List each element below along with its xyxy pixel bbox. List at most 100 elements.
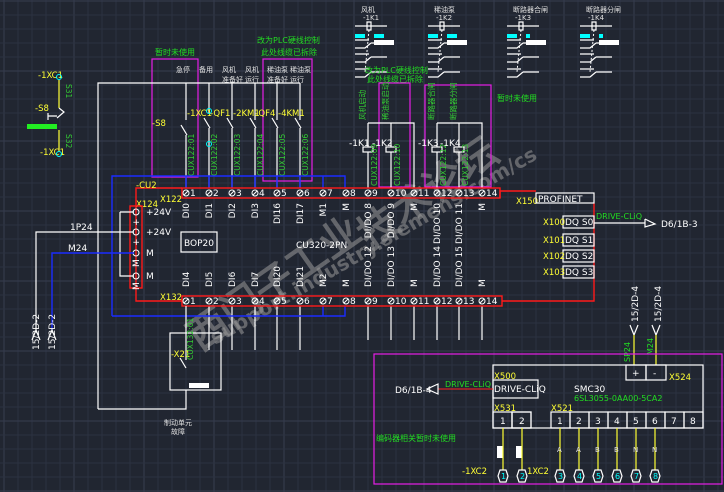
dq-port[interactable] (562, 249, 595, 263)
control-unit: -CU2 X122 X132 X124 1DI02DI13DI24DI35DI1… (129, 181, 698, 307)
relay-coil-symbol (355, 21, 387, 31)
cross-reference[interactable]: 15/2D-2 (48, 314, 58, 350)
terminal-number: 3 (236, 189, 242, 199)
smc30-module: + - X524 SMC30 6SL3055-0AA00-5CA2 X500 D… (373, 353, 723, 485)
wire-label: CUX122:13 (461, 144, 470, 186)
terminal-number: 1 (501, 472, 506, 481)
connector-label: X521 (551, 404, 573, 414)
power-feed: 1P24 M24 15/2D-2 15/2D-2 15/2D-4 15/2D-4… (31, 211, 664, 365)
terminal-icon (649, 469, 661, 483)
signal-label: DI6 (228, 271, 238, 287)
profinet-port[interactable] (535, 192, 595, 204)
signal-label: DI0 (182, 203, 192, 219)
connector-label: X132 (160, 293, 182, 303)
signal-label: DI/DO 9 (387, 203, 397, 238)
common-wire (98, 390, 187, 410)
terminal-number: 8 (653, 472, 658, 481)
terminal-icon (182, 189, 190, 197)
signal-label: DI16 (273, 203, 283, 224)
bop20-panel[interactable] (180, 231, 218, 253)
smc-name: SMC30 (574, 385, 605, 395)
terminal-number: 8 (350, 297, 356, 307)
cross-reference[interactable]: 15/2D-4 (631, 286, 641, 322)
input-header: 备用 (199, 65, 213, 74)
cross-reference[interactable]: D6/1B-3 (661, 220, 698, 230)
input-header: 运行 (290, 75, 304, 84)
input-header: 稀油泵 (267, 65, 288, 74)
brake-unit: -X21 CUX132:01 制动单元 故障 (164, 306, 222, 436)
terminal-number: 6 (615, 472, 620, 481)
terminal-icon (56, 151, 62, 157)
device-label: -X21 (171, 350, 190, 360)
device-label: -1XC1 (187, 109, 212, 119)
wire-label: CUX122:12 (439, 144, 448, 186)
terminal-number: 7 (671, 417, 677, 427)
terminal-label: +24V (146, 228, 172, 238)
terminal-label: -1XC1 (38, 71, 63, 81)
terminal-number: 2 (213, 189, 219, 199)
cu-model: CU320-2PN (296, 241, 347, 251)
terminal-number: 2 (576, 417, 582, 427)
terminal-number: 9 (372, 297, 378, 307)
terminal-label: M (146, 249, 154, 259)
coil-name: 风机启动 (357, 90, 367, 120)
cross-reference[interactable]: 15/2D-2 (32, 314, 42, 350)
relay-title: 风机 (361, 5, 375, 14)
wire-label: CUX122:02 (210, 134, 219, 176)
terminal-icon (630, 469, 642, 483)
drive-cliq-arrow (425, 383, 439, 395)
signal-label: M (342, 279, 352, 287)
terminal-icon (319, 297, 327, 305)
plc-box (262, 58, 313, 182)
connector-label: X124 (136, 200, 158, 210)
smc-order-number: 6SL3055-0AA00-5CA2 (574, 394, 662, 403)
terminal-icon (387, 189, 395, 197)
left-switch-group: -1XC1 S31 -S8 S32 -1XC1 (27, 71, 73, 158)
terminal-number: 10 (395, 297, 407, 307)
x122-terminal-strip (181, 187, 501, 199)
relay-title: 稀油泵 (434, 5, 455, 14)
signal-label: DI17 (296, 203, 306, 224)
dq-port-id: X103 (543, 268, 565, 278)
terminal-icon (478, 189, 486, 197)
dq-port[interactable] (562, 215, 595, 229)
wire-label: CUX122:04 (256, 134, 265, 176)
signal-label: B (595, 446, 600, 454)
terminal-icon (592, 469, 604, 483)
terminal-icon (296, 297, 304, 305)
note-unused: 暂时未使用 (497, 93, 537, 103)
terminal-number: 8 (690, 417, 696, 427)
coil-tag: -1K4 (440, 139, 461, 149)
terminal-number: 5 (596, 472, 601, 481)
wire-label: CUX122:06 (301, 134, 310, 176)
terminal-icon (478, 297, 486, 305)
signal-label: DI/DO 13 (387, 246, 397, 287)
terminal-icon (410, 297, 418, 305)
signal-label: M1 (319, 203, 329, 217)
device-label: -QF4 (255, 109, 275, 119)
terminal-icon (410, 189, 418, 197)
cross-reference[interactable]: 15/2D-4 (654, 286, 664, 322)
terminal-icon (455, 297, 463, 305)
cross-reference[interactable]: D6/1B-4 (395, 386, 432, 396)
dq-port[interactable] (562, 265, 595, 279)
terminal-number: 14 (486, 189, 498, 199)
terminal-number: 6 (304, 189, 310, 199)
signal-label: DI4 (182, 271, 192, 287)
terminal-icon (273, 189, 281, 197)
terminal-number: 9 (372, 189, 378, 199)
input-header: 运行 (245, 75, 259, 84)
relay-tag: -1K1 (363, 14, 379, 22)
terminal-number: 3 (595, 417, 601, 427)
dq-port[interactable] (562, 233, 595, 247)
terminal-label: -1XC1 (40, 148, 65, 158)
dq-port-id: X102 (543, 252, 565, 262)
wire-label: S32 (64, 134, 73, 149)
wire-label: CUX122:05 (278, 134, 287, 176)
terminal-number: 2 (213, 297, 219, 307)
device-label: -4KM1 (278, 109, 305, 119)
wire-label: S31 (64, 84, 73, 99)
terminal-number: 2 (519, 417, 525, 427)
